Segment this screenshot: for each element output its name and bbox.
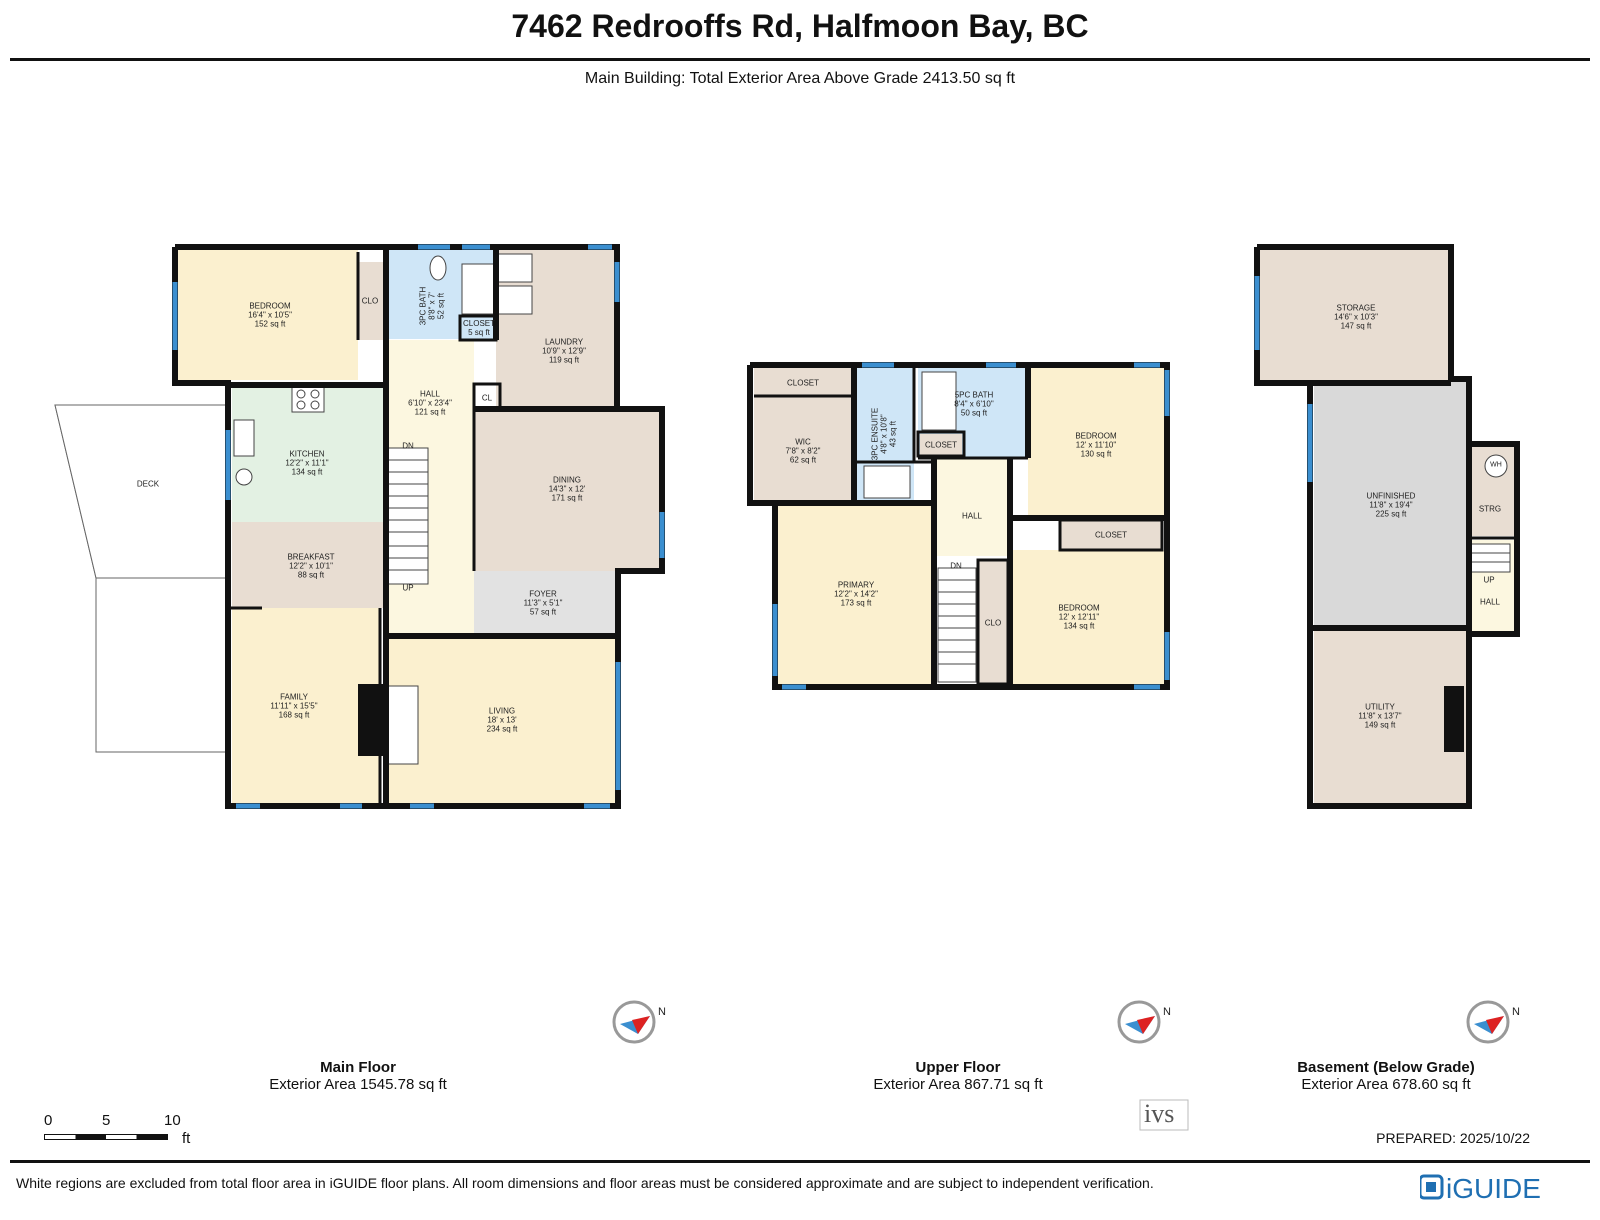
room-unfinished <box>1314 382 1466 626</box>
compass-letter: N <box>658 1006 666 1018</box>
room-upper-bedroom-1 <box>1028 368 1164 518</box>
room-upper-bedroom-2 <box>1010 550 1164 684</box>
compass-upper-icon <box>1117 1000 1161 1044</box>
scale-tick-0: 0 <box>44 1112 53 1129</box>
iguide-logo: iGUIDE <box>1418 1166 1580 1206</box>
basement-walls <box>1254 244 1520 809</box>
room-primary <box>778 505 934 685</box>
floor-caption-basement: Basement (Below Grade)Exterior Area 678.… <box>1297 1059 1475 1093</box>
main-stairs <box>387 447 429 585</box>
scale-bar-graphic <box>44 1134 168 1140</box>
main-floor-plan <box>54 244 665 809</box>
label-upper-closet: CLOSET <box>786 378 820 388</box>
basement-windows <box>1254 276 1313 482</box>
room-foyer <box>474 571 618 635</box>
scale-bar: 0 5 10 ft <box>44 1112 204 1152</box>
label-upper-stairs-down: DN <box>950 561 962 571</box>
room-breakfast <box>232 522 384 608</box>
upper-stairs <box>937 567 977 683</box>
label-upper-closet-bedroom: CLOSET <box>1094 530 1128 540</box>
scale-unit: ft <box>182 1130 191 1147</box>
main-floor-walls <box>172 244 665 809</box>
label-water-heater: WH <box>1490 461 1502 469</box>
label-stairs-down: DN <box>402 441 414 451</box>
ivs-logo-text: ivs <box>1144 1099 1174 1128</box>
upper-floor-plan <box>747 362 1170 690</box>
upper-floor-walls <box>747 362 1170 690</box>
compass-letter: N <box>1512 1006 1520 1018</box>
room-living <box>386 636 618 804</box>
room-wic <box>754 396 854 500</box>
compass-letter: N <box>1163 1006 1171 1018</box>
iguide-logo-text: iGUIDE <box>1446 1173 1541 1204</box>
room-main-bedroom <box>178 250 358 380</box>
room-dining <box>474 409 660 571</box>
room-storage <box>1260 250 1448 380</box>
fireplace <box>358 684 386 756</box>
scale-tick-10: 10 <box>164 1112 181 1129</box>
upper-floor-windows <box>772 362 1170 690</box>
label-basement-stairs-up: UP <box>1483 575 1495 585</box>
compass-basement-icon <box>1466 1000 1510 1044</box>
label-closet-clo: CLO <box>361 296 379 306</box>
main-floor-windows <box>172 244 665 809</box>
ivs-logo-icon: ivs <box>1136 1088 1192 1136</box>
label-strg: STRG <box>1478 504 1502 514</box>
label-upper-closet-small: CLOSET <box>924 440 958 450</box>
room-upper-hall <box>934 458 1010 556</box>
room-utility <box>1314 630 1468 804</box>
label-upper-hall: HALL <box>961 511 983 521</box>
basement-plan <box>1254 244 1520 809</box>
room-family <box>232 608 380 804</box>
page-title: 7462 Redrooffs Rd, Halfmoon Bay, BC <box>511 8 1089 44</box>
label-basement-hall: HALL <box>1479 597 1501 607</box>
compass-main-icon <box>612 1000 656 1044</box>
label-deck: DECK <box>136 479 160 489</box>
scale-tick-5: 5 <box>102 1112 111 1129</box>
label-upper-clo: CLO <box>984 618 1002 628</box>
iguide-logo-icon <box>1418 1174 1444 1200</box>
page-subtitle: Main Building: Total Exterior Area Above… <box>584 70 1016 87</box>
label-closet-cl: CL <box>481 393 493 403</box>
label-stairs-up: UP <box>402 583 414 593</box>
floor-plan-drawing <box>54 244 1520 1044</box>
footer-disclaimer: White regions are excluded from total fl… <box>16 1175 1154 1191</box>
footer-divider <box>10 1160 1590 1163</box>
header-divider <box>10 58 1590 61</box>
prepared-date: PREPARED: 2025/10/22 <box>1376 1130 1530 1146</box>
